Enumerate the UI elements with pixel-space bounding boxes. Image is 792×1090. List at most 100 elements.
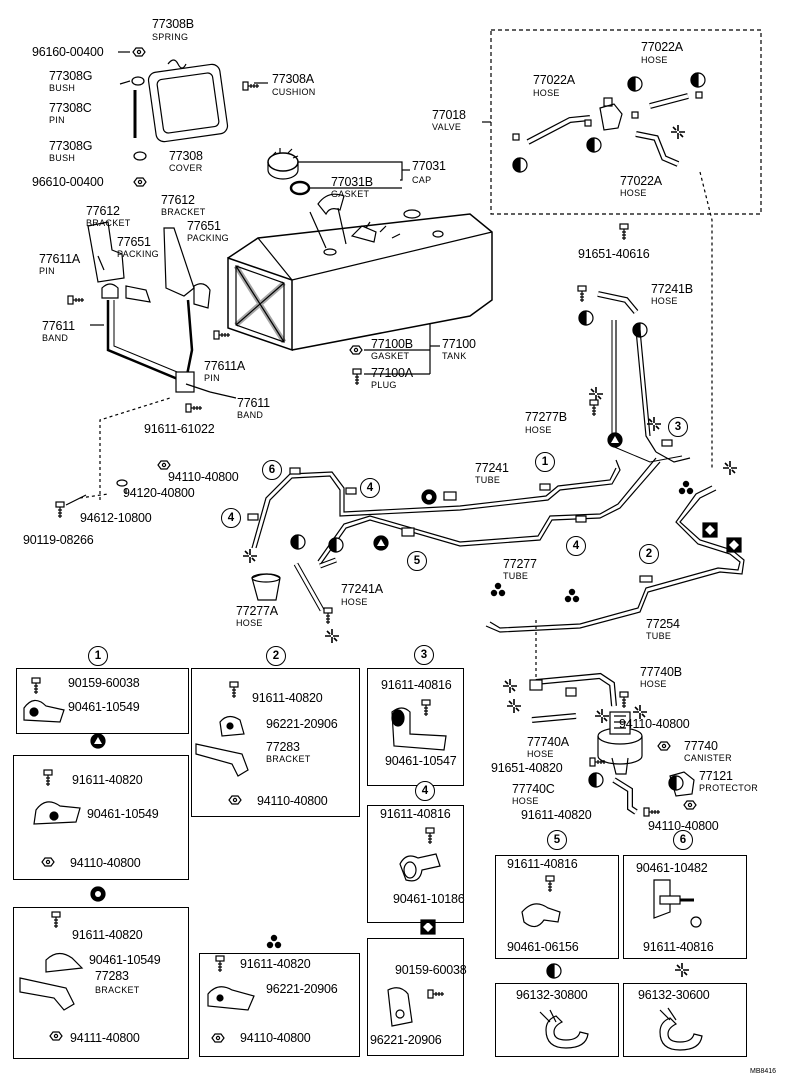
detail-box-gear bbox=[13, 907, 189, 1059]
part-number: 94110-40800 bbox=[70, 856, 141, 870]
part-number: 96221-20906 bbox=[266, 717, 338, 731]
detail-box-diamond bbox=[367, 938, 464, 1056]
part-number: 77241 bbox=[475, 461, 509, 475]
part-number: 77022A bbox=[533, 73, 575, 87]
part-number: 90461-10547 bbox=[385, 754, 457, 768]
part-name: HOSE bbox=[527, 749, 554, 759]
part-name: TUBE bbox=[646, 631, 672, 641]
detail-pin-art bbox=[659, 1007, 703, 1051]
detail-box-5 bbox=[495, 855, 619, 959]
part-number: 77277 bbox=[503, 557, 537, 571]
part-number: 77651 bbox=[117, 235, 151, 249]
callout-5: 5 bbox=[407, 551, 427, 571]
part-name: GASKET bbox=[371, 351, 410, 361]
callout-1: 1 bbox=[535, 452, 555, 472]
part-name: PACKING bbox=[117, 249, 159, 259]
part-number: 77611A bbox=[39, 252, 80, 266]
part-name: PROTECTOR bbox=[699, 783, 759, 793]
part-name: TUBE bbox=[503, 571, 529, 581]
part-name: BRACKET bbox=[95, 985, 140, 995]
part-number: 91611-40816 bbox=[643, 940, 714, 954]
part-number: 77031B bbox=[331, 175, 373, 189]
gasket-77031b bbox=[289, 180, 311, 196]
detail-3-art bbox=[391, 699, 447, 751]
part-number: 77308B bbox=[152, 17, 194, 31]
part-number: 91611-40820 bbox=[521, 808, 592, 822]
part-name: GASKET bbox=[331, 189, 370, 199]
part-name: BUSH bbox=[49, 153, 76, 163]
part-number: 77100A bbox=[371, 366, 413, 380]
part-name: PLUG bbox=[371, 380, 397, 390]
part-number: 94120-40800 bbox=[123, 486, 195, 500]
part-number: 90461-10549 bbox=[68, 700, 140, 714]
part-number: 90159-60038 bbox=[395, 963, 467, 977]
part-name: BAND bbox=[237, 410, 264, 420]
detail-diamond-art bbox=[387, 987, 445, 1027]
valve-77018 bbox=[599, 103, 623, 131]
detail-gear-art bbox=[19, 911, 84, 1041]
part-number: 90461-10482 bbox=[636, 861, 708, 875]
detail-1-number: 1 bbox=[88, 646, 108, 666]
detail-dots-art bbox=[207, 955, 255, 1043]
part-number: 77740 bbox=[684, 739, 718, 753]
part-name: HOSE bbox=[641, 55, 668, 65]
part-name: BRACKET bbox=[266, 754, 311, 764]
part-name: PIN bbox=[204, 373, 220, 383]
part-name: PIN bbox=[39, 266, 55, 276]
part-number: 94110-40800 bbox=[168, 470, 239, 484]
tube-77254 bbox=[485, 485, 745, 633]
bush-77308g-top bbox=[131, 76, 145, 86]
detail-box-pin bbox=[623, 983, 747, 1057]
part-number: 77277A bbox=[236, 604, 278, 618]
part-number: 94111-40800 bbox=[70, 1031, 140, 1045]
callout-6: 6 bbox=[262, 460, 282, 480]
part-number: 90461-10186 bbox=[393, 892, 465, 906]
part-number: 77283 bbox=[95, 969, 129, 983]
part-number: 90159-60038 bbox=[68, 676, 140, 690]
part-number: 77308A bbox=[272, 72, 314, 86]
detail-box-4 bbox=[367, 805, 464, 923]
part-number: 77022A bbox=[620, 174, 662, 188]
part-number: 77611 bbox=[42, 319, 75, 333]
band-77611-right bbox=[184, 299, 194, 381]
detail-box-dots bbox=[199, 953, 360, 1057]
callout-4: 4 bbox=[566, 536, 586, 556]
part-number: 77611A bbox=[204, 359, 245, 373]
part-number: 77740C bbox=[512, 782, 555, 796]
part-name: PACKING bbox=[187, 233, 229, 243]
detail-4-number: 4 bbox=[415, 781, 435, 801]
part-number: 96221-20906 bbox=[370, 1033, 442, 1047]
part-number: 96132-30600 bbox=[638, 988, 710, 1002]
nut-96160 bbox=[132, 47, 146, 57]
detail-box-half bbox=[495, 983, 619, 1057]
part-number: 77241B bbox=[651, 282, 693, 296]
part-number: 91611-40820 bbox=[72, 928, 143, 942]
part-number: 91611-61022 bbox=[144, 422, 215, 436]
bracket-77612-left bbox=[87, 221, 125, 283]
callout-3: 3 bbox=[668, 417, 688, 437]
bolt-91611-61022 bbox=[185, 403, 203, 413]
part-number: 94110-40800 bbox=[648, 819, 719, 833]
bolt-91651-top bbox=[619, 223, 629, 241]
part-number: 91611-40820 bbox=[240, 957, 311, 971]
detail-6-number: 6 bbox=[673, 830, 693, 850]
part-name: HOSE bbox=[525, 425, 552, 435]
part-number: 77308C bbox=[49, 101, 92, 115]
tube-77277 bbox=[317, 457, 661, 566]
callout-4: 4 bbox=[360, 478, 380, 498]
part-name: COVER bbox=[169, 163, 203, 173]
bracket-77612-right bbox=[163, 227, 195, 297]
part-name: CANISTER bbox=[684, 753, 732, 763]
part-number: 91611-40816 bbox=[380, 807, 451, 821]
part-number: 90119-08266 bbox=[23, 533, 94, 547]
part-number: 91651-40616 bbox=[578, 247, 650, 261]
part-number: 91611-40820 bbox=[252, 691, 323, 705]
part-name: CAP bbox=[412, 175, 432, 185]
packing-77651-right bbox=[193, 283, 211, 309]
detail-5-art bbox=[521, 875, 561, 928]
part-number: 94110-40800 bbox=[240, 1031, 311, 1045]
spring-77308b bbox=[167, 59, 187, 69]
part-number: 77740A bbox=[527, 735, 569, 749]
hose-77277a bbox=[251, 573, 281, 601]
